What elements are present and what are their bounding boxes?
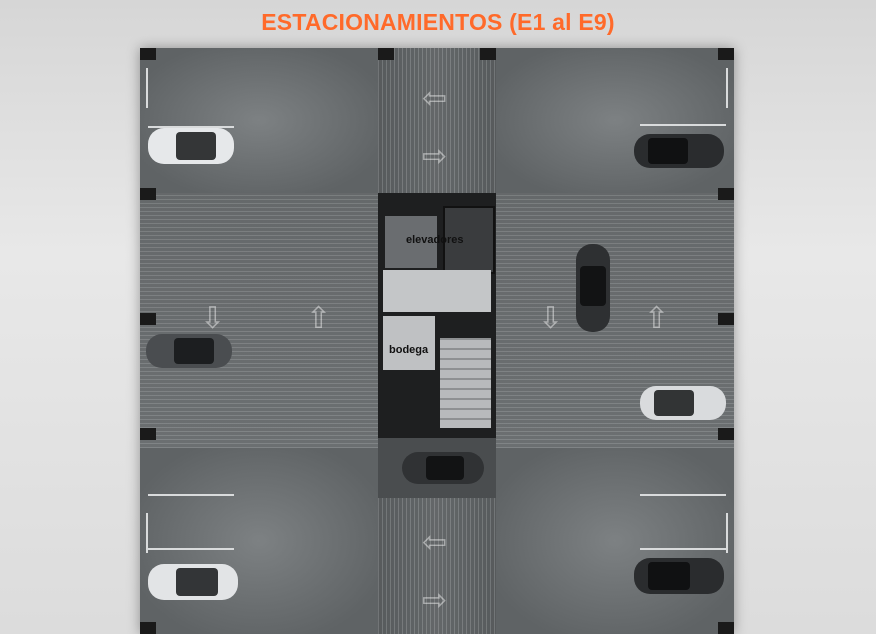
parking-line (148, 126, 234, 128)
arrow-down-icon: ⇩ (538, 302, 564, 335)
pillar (718, 188, 734, 200)
arrow-left-icon: ⇦ (422, 82, 448, 115)
parking-zone-bottom-left (140, 448, 378, 634)
pillar (140, 428, 156, 440)
storage-room (383, 316, 435, 370)
pillar (140, 48, 156, 60)
parking-line (640, 494, 726, 496)
elevator-lobby (383, 270, 491, 312)
parking-line (640, 124, 726, 126)
parking-line (640, 548, 726, 550)
central-ramp-top (378, 48, 496, 193)
car-white (148, 564, 238, 600)
pillar (140, 622, 156, 634)
arrow-up-icon: ⇧ (306, 302, 332, 335)
car-black (634, 134, 724, 168)
car-white (640, 386, 726, 420)
car-white (148, 128, 234, 164)
parking-zone-bottom-right (496, 448, 734, 634)
arrow-left-icon: ⇦ (422, 526, 448, 559)
pillar (718, 622, 734, 634)
parking-line (148, 494, 234, 496)
pillar (378, 48, 394, 60)
car-grey (146, 334, 232, 368)
elevators-label: elevadores (406, 234, 464, 246)
pillar (718, 428, 734, 440)
parking-zone-top-right (496, 48, 734, 193)
parking-floor-plan: elevadores bodega ⇦ ⇨ ⇩ ⇧ ⇩ ⇧ ⇦ ⇨ (140, 48, 734, 634)
parking-line (148, 548, 234, 550)
pillar (718, 313, 734, 325)
elevator-room (385, 216, 437, 268)
stairwell (440, 338, 491, 428)
pillar (140, 313, 156, 325)
pillar (480, 48, 496, 60)
parking-line (146, 513, 148, 553)
parking-line (146, 68, 148, 108)
car-black (402, 452, 484, 484)
parking-line (726, 513, 728, 553)
car-black (634, 558, 724, 594)
parking-zone-top-left (140, 48, 378, 193)
pillar (718, 48, 734, 60)
central-ramp-bottom (378, 498, 496, 634)
page-title: ESTACIONAMIENTOS (E1 al E9) (261, 9, 615, 35)
parking-line (726, 68, 728, 108)
pillar (140, 188, 156, 200)
car-black (576, 244, 610, 332)
storage-label: bodega (389, 344, 429, 356)
ramp-left (140, 193, 380, 448)
arrow-down-icon: ⇩ (200, 302, 226, 335)
arrow-right-icon: ⇨ (422, 584, 448, 617)
arrow-right-icon: ⇨ (422, 140, 448, 173)
arrow-up-icon: ⇧ (644, 302, 670, 335)
